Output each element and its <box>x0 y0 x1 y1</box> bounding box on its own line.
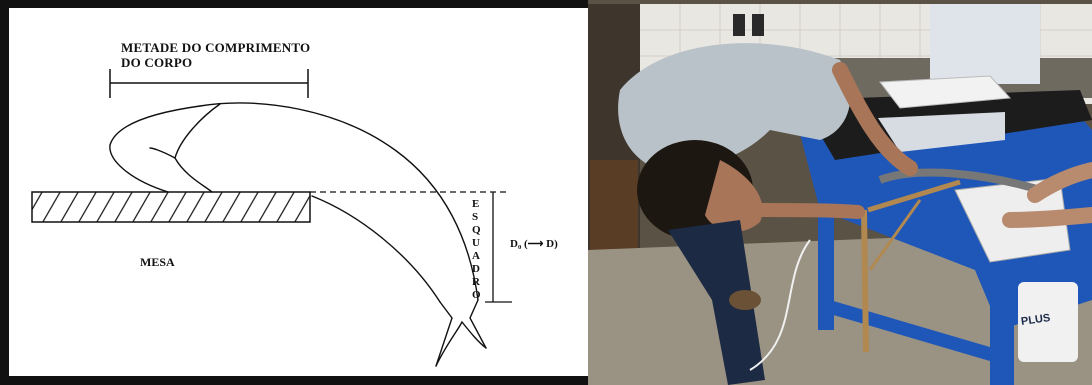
square-label-letter: S <box>472 211 478 223</box>
helper-arm <box>1010 215 1092 220</box>
student-forearm <box>760 210 858 212</box>
scan-left-border <box>0 0 9 385</box>
square-label-letter: U <box>472 237 480 249</box>
square-label-letter: Q <box>472 224 481 236</box>
deflection-label: D₀ (⟶ D) <box>510 237 558 250</box>
lab-coat-person <box>930 4 1040 84</box>
bottle <box>752 14 764 36</box>
fish-flexibility-diagram <box>32 69 512 366</box>
square-label-letter: R <box>472 276 480 288</box>
half-length-label-line1: METADE DO COMPRIMENTO <box>121 40 310 56</box>
bench-leg <box>990 260 1014 385</box>
scan-top-border <box>0 0 590 8</box>
bottle <box>733 14 745 36</box>
wooden-square-vertical <box>864 210 866 352</box>
half-length-label-line2: DO CORPO <box>121 55 192 71</box>
square-label-letter: D <box>472 263 480 275</box>
square-label-letter: O <box>472 289 481 301</box>
table-label: MESA <box>140 255 175 270</box>
table-bar <box>32 192 310 222</box>
deflection-dimension <box>485 192 512 302</box>
student-shoe <box>729 290 761 310</box>
half-length-bracket <box>110 69 308 98</box>
lab-photo <box>588 0 1092 385</box>
square-label-letter: A <box>472 250 480 262</box>
fish-outline <box>110 103 486 366</box>
cabinet <box>590 160 638 250</box>
scan-bottom-border <box>0 376 590 385</box>
square-label-letter: E <box>472 198 479 210</box>
